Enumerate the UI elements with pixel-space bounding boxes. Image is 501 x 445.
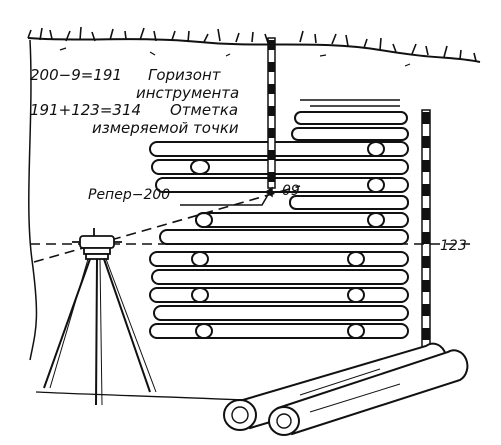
benchmark-label: Репер−200 [88,187,171,203]
horizon-label-line2: инструмента [136,84,240,102]
mark-equation: 191+123=314 [30,101,142,119]
level-instrument [72,228,122,260]
rod-reading-front: 123 [440,238,467,254]
trench-wall [28,39,38,361]
ground-logs [223,342,469,436]
sight-line-inclined [33,185,301,263]
horizon-label-line1: Горизонт [148,66,221,84]
mark-label-line2: измеряемой точки [92,119,239,137]
tripod [43,258,157,406]
rod-reading-back: 09 [282,183,300,199]
leveling-rod-front [421,109,431,351]
log-crib-wall [149,99,409,339]
ground-surface [27,26,481,67]
mark-label-line1: Отметка [170,101,239,119]
leveling-rod-back [267,37,276,189]
horizon-equation: 200−9=191 [30,66,122,84]
